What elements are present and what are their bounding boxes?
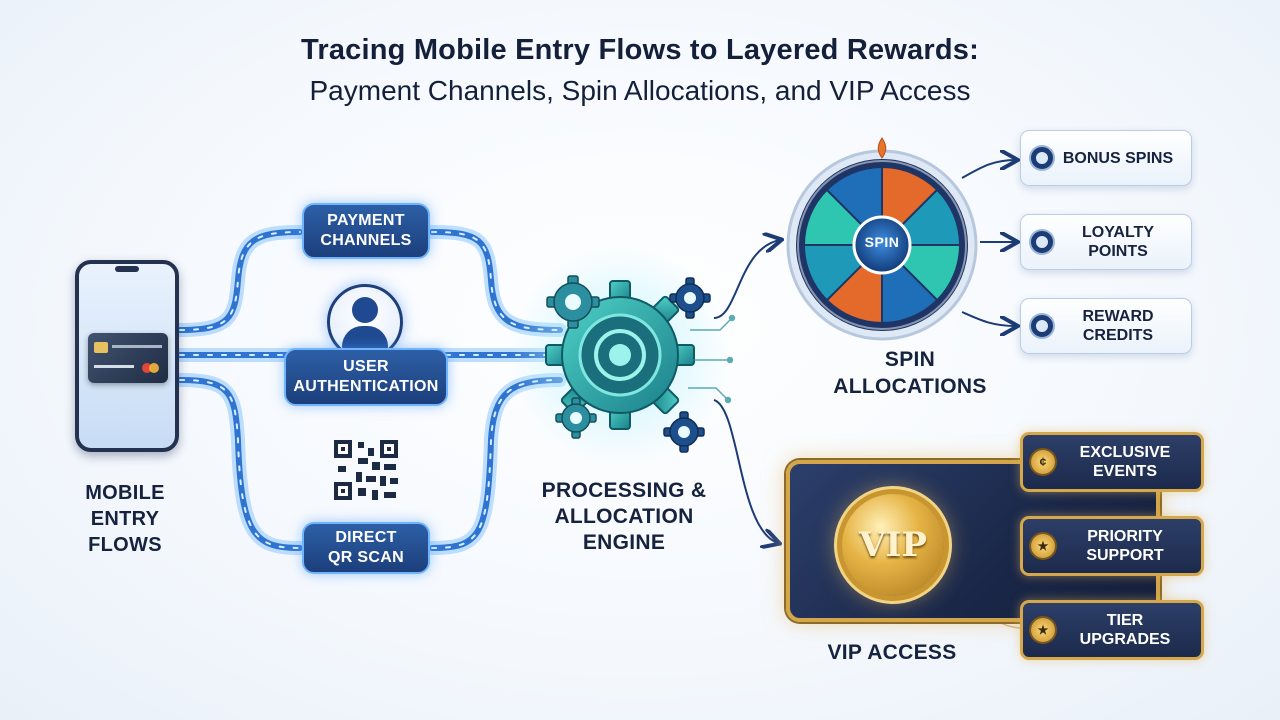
star-icon: ★ [1031,534,1055,558]
vip-benefit-label: PRIORITY SUPPORT [1086,528,1164,564]
qr-finder [380,440,398,458]
wheel-pointer-icon [877,137,887,159]
vip-badge-icon: VIP [842,494,944,596]
reward-reward-credits: REWARD CREDITS [1020,298,1192,354]
qr-module [384,492,396,498]
card-logo-circle [149,363,159,373]
reward-loyalty-points: LOYALTY POINTS [1020,214,1192,270]
title-block: Tracing Mobile Entry Flows to Layered Re… [0,34,1280,107]
small-gear-icon [669,277,711,319]
spin-wheel-label: SPIN [864,234,900,250]
qr-module [384,464,396,470]
qr-code-icon [328,436,404,506]
arrow-to-vip [713,399,778,543]
qr-module [368,448,374,456]
star-icon: ★ [1031,618,1055,642]
small-gear-icon [663,411,705,453]
user-head [352,297,378,323]
qr-module [390,478,398,484]
vip-benefit-label: EXCLUSIVE EVENTS [1079,444,1171,480]
qr-module [372,462,380,470]
card-chip [94,342,108,353]
user-authentication-pill: USER AUTHENTICATION [284,348,448,406]
small-gear-icon [546,275,600,329]
payment-channels-pill: PAYMENT CHANNELS [302,203,430,259]
target-icon [1031,147,1053,169]
arrow-bonus-spins [961,160,1016,179]
direct-qr-scan-pill: DIRECT QR SCAN [302,522,430,574]
engine-caption: PROCESSING & ALLOCATION ENGINE [541,479,707,554]
card-band [112,345,162,348]
arrow-to-spin [713,240,780,319]
qr-finder [334,482,352,500]
reward-label: BONUS SPINS [1062,149,1174,167]
arrow-reward-credits [961,311,1016,326]
vip-access-caption: VIP ACCESS [827,641,957,664]
phone-notch [115,266,139,272]
page-title: Tracing Mobile Entry Flows to Layered Re… [301,34,979,66]
qr-finder [334,440,352,458]
reward-label: REWARD CREDITS [1082,308,1154,344]
qr-module [338,466,346,472]
circuit-traces [688,314,736,404]
vip-tier-upgrades: ★ TIER UPGRADES [1020,600,1204,660]
reward-label: LOYALTY POINTS [1081,224,1154,260]
gear-icon [1031,231,1053,253]
qr-module [356,472,362,482]
qr-module [358,442,364,448]
small-gear-icon [555,397,597,439]
gear-icon [1031,315,1053,337]
vip-benefit-label: TIER UPGRADES [1079,612,1171,648]
qr-module [358,488,366,496]
vip-exclusive-events: ¢ EXCLUSIVE EVENTS [1020,432,1204,492]
card-number-stripe [94,365,134,368]
vip-badge-label: VIP [859,525,927,565]
qr-module [380,476,386,486]
card-logo-circle [142,363,152,373]
credit-card-icon [88,333,168,383]
vip-priority-support: ★ PRIORITY SUPPORT [1020,516,1204,576]
qr-module [358,458,368,464]
spin-wheel [786,149,978,341]
reward-bonus-spins: BONUS SPINS [1020,130,1192,186]
page-subtitle: Payment Channels, Spin Allocations, and … [309,75,971,106]
qr-module [372,490,378,500]
coin-icon: ¢ [1031,450,1055,474]
user-body [342,326,388,350]
qr-module [366,476,376,482]
spin-allocations-caption: SPIN ALLOCATIONS [833,348,987,398]
mobile-entry-caption: MOBILE ENTRY FLOWS [85,482,165,556]
wheel-segments [802,165,962,325]
